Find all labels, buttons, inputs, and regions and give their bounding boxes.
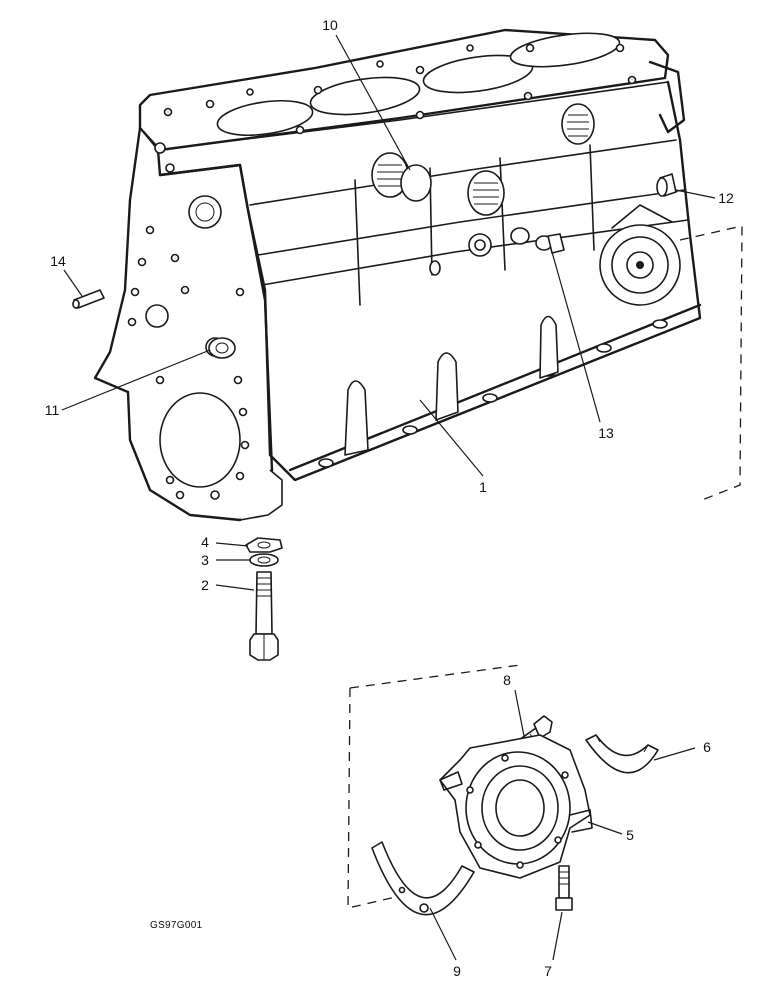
stud-bolt-2 <box>249 571 279 661</box>
figure-code: GS97G001 <box>150 920 203 931</box>
plug-bolt-13 <box>535 233 565 254</box>
callout-1: 1 <box>479 479 487 495</box>
half-ring-9 <box>371 841 475 916</box>
fitting-12 <box>656 173 677 197</box>
callout-2: 2 <box>201 577 209 593</box>
callout-13: 13 <box>598 425 614 441</box>
callout-14: 14 <box>50 253 66 269</box>
callout-5: 5 <box>626 827 634 843</box>
dowel-pin-14 <box>72 289 105 309</box>
exploded-view-boundary <box>347 225 743 909</box>
callout-7: 7 <box>544 963 552 979</box>
callout-11: 11 <box>45 402 60 418</box>
callout-10: 10 <box>322 17 338 33</box>
washer-3 <box>249 553 279 567</box>
engine-block <box>93 28 702 522</box>
bolt-7 <box>555 865 573 911</box>
callout-6: 6 <box>703 739 711 755</box>
seal-housing-5 <box>439 734 593 879</box>
callout-4: 4 <box>201 534 209 550</box>
callout-3: 3 <box>201 552 209 568</box>
core-plug-10 <box>400 164 432 202</box>
callout-12: 12 <box>718 190 734 206</box>
plug-11 <box>208 337 236 359</box>
callout-9: 9 <box>453 963 461 979</box>
callout-8: 8 <box>503 672 511 688</box>
leader-lines <box>61 34 716 961</box>
half-thrust-washer-6 <box>585 734 659 774</box>
tab-washer-4 <box>245 537 283 553</box>
